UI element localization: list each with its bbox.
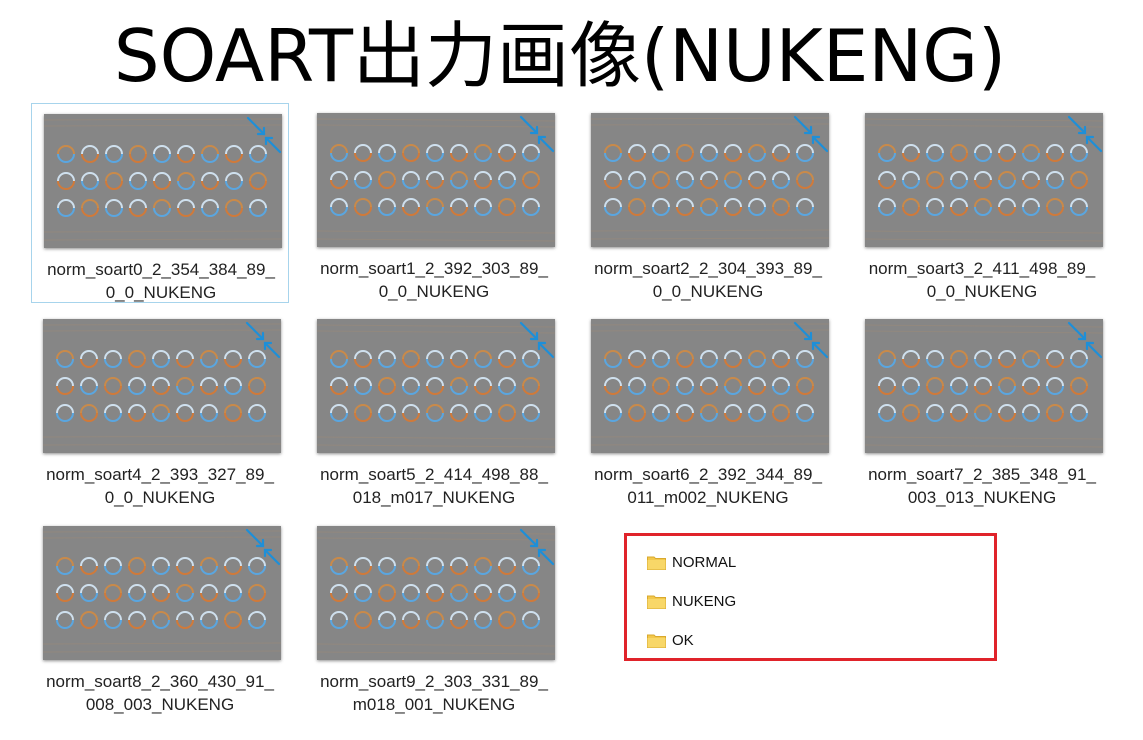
file-name-line2: 0_0_NUKENG — [378, 282, 490, 301]
arrow-diagonal-icon — [245, 528, 281, 566]
file-name: norm_soart4_2_393_327_89_ 0_0_NUKENG — [31, 463, 289, 509]
image-thumbnail — [44, 114, 282, 248]
file-name: norm_soart2_2_304_393_89_ 0_0_NUKENG — [579, 257, 837, 303]
image-thumbnail — [865, 319, 1103, 453]
folder-label: NORMAL — [672, 553, 737, 571]
image-thumbnail — [591, 113, 829, 247]
arrow-diagonal-icon — [793, 115, 829, 153]
folder-item-normal[interactable]: NORMAL — [647, 551, 736, 573]
file-name-line1: norm_soart1_2_392_303_89_ — [320, 259, 548, 278]
file-name-line2: 003_013_NUKENG — [907, 488, 1057, 507]
file-name-line1: norm_soart6_2_392_344_89_ — [594, 465, 822, 484]
file-name-line2: 011_m002_NUKENG — [627, 488, 789, 507]
image-thumbnail — [591, 319, 829, 453]
file-tile-9[interactable]: norm_soart9_2_303_331_89_ m018_001_NUKEN… — [305, 516, 563, 716]
file-name: norm_soart5_2_414_498_88_ 018_m017_NUKEN… — [305, 463, 563, 509]
file-tile-0[interactable]: norm_soart0_2_354_384_89_ 0_0_NUKENG — [31, 103, 289, 303]
folder-item-nukeng[interactable]: NUKENG — [647, 590, 736, 612]
page-title: SOART出力画像(NUKENG) — [113, 14, 1007, 98]
file-name: norm_soart6_2_392_344_89_ 011_m002_NUKEN… — [579, 463, 837, 509]
file-name-line2: 0_0_NUKENG — [105, 283, 217, 302]
file-name: norm_soart9_2_303_331_89_ m018_001_NUKEN… — [305, 670, 563, 716]
file-name-line2: 0_0_NUKENG — [652, 282, 764, 301]
thumbnail-image — [43, 528, 281, 653]
thumbnail-image — [865, 115, 1103, 242]
file-tile-5[interactable]: norm_soart5_2_414_498_88_ 018_m017_NUKEN… — [305, 309, 563, 509]
file-tile-7[interactable]: norm_soart7_2_385_348_91_ 003_013_NUKENG — [853, 309, 1111, 509]
file-name: norm_soart3_2_411_498_89_ 0_0_NUKENG — [853, 257, 1111, 303]
thumbnail-image — [317, 321, 555, 448]
folder-icon — [647, 634, 666, 648]
file-name-line1: norm_soart5_2_414_498_88_ — [320, 465, 548, 484]
folder-label: OK — [672, 631, 694, 649]
file-name: norm_soart0_2_354_384_89_ 0_0_NUKENG — [32, 258, 290, 304]
image-thumbnail — [43, 526, 281, 660]
arrow-diagonal-icon — [1067, 321, 1103, 359]
arrow-diagonal-icon — [1067, 115, 1103, 153]
folder-list-highlight: NORMAL NUKENG OK — [624, 533, 997, 661]
file-name: norm_soart7_2_385_348_91_ 003_013_NUKENG — [853, 463, 1111, 509]
file-name-line2: 018_m017_NUKENG — [352, 488, 516, 507]
file-name-line2: m018_001_NUKENG — [352, 695, 516, 714]
file-name-line2: 008_003_NUKENG — [85, 695, 235, 714]
file-tile-4[interactable]: norm_soart4_2_393_327_89_ 0_0_NUKENG — [31, 309, 289, 509]
arrow-diagonal-icon — [793, 321, 829, 359]
thumbnail-image — [43, 321, 281, 446]
folder-label: NUKENG — [672, 592, 737, 610]
image-thumbnail — [317, 526, 555, 660]
file-name-line2: 0_0_NUKENG — [926, 282, 1038, 301]
thumbnail-image — [865, 321, 1103, 448]
file-name: norm_soart8_2_360_430_91_ 008_003_NUKENG — [31, 670, 289, 716]
folder-icon — [647, 595, 666, 609]
file-name-line1: norm_soart2_2_304_393_89_ — [594, 259, 822, 278]
thumbnail-image — [591, 321, 829, 446]
file-name-line1: norm_soart0_2_354_384_89_ — [47, 260, 275, 279]
image-thumbnail — [865, 113, 1103, 247]
thumbnail-image — [591, 115, 829, 240]
file-name-line1: norm_soart3_2_411_498_89_ — [868, 259, 1096, 278]
file-name: norm_soart1_2_392_303_89_ 0_0_NUKENG — [305, 257, 563, 303]
file-tile-2[interactable]: norm_soart2_2_304_393_89_ 0_0_NUKENG — [579, 103, 837, 303]
file-name-line2: 0_0_NUKENG — [104, 488, 216, 507]
arrow-diagonal-icon — [519, 115, 555, 153]
file-tile-1[interactable]: norm_soart1_2_392_303_89_ 0_0_NUKENG — [305, 103, 563, 303]
file-tile-6[interactable]: norm_soart6_2_392_344_89_ 011_m002_NUKEN… — [579, 309, 837, 509]
file-tile-8[interactable]: norm_soart8_2_360_430_91_ 008_003_NUKENG — [31, 516, 289, 716]
image-thumbnail — [43, 319, 281, 453]
file-tile-3[interactable]: norm_soart3_2_411_498_89_ 0_0_NUKENG — [853, 103, 1111, 303]
file-name-line1: norm_soart7_2_385_348_91_ — [868, 465, 1096, 484]
thumbnail-image — [317, 115, 555, 242]
file-name-line1: norm_soart8_2_360_430_91_ — [46, 672, 274, 691]
image-thumbnail — [317, 319, 555, 453]
thumbnail-image — [44, 116, 282, 241]
image-thumbnail — [317, 113, 555, 247]
arrow-diagonal-icon — [519, 321, 555, 359]
folder-item-ok[interactable]: OK — [647, 629, 694, 651]
file-name-line1: norm_soart4_2_393_327_89_ — [46, 465, 274, 484]
file-name-line1: norm_soart9_2_303_331_89_ — [320, 672, 548, 691]
arrow-diagonal-icon — [245, 321, 281, 359]
arrow-diagonal-icon — [519, 528, 555, 566]
thumbnail-image — [317, 528, 555, 655]
folder-icon — [647, 556, 666, 570]
arrow-diagonal-icon — [246, 116, 282, 154]
